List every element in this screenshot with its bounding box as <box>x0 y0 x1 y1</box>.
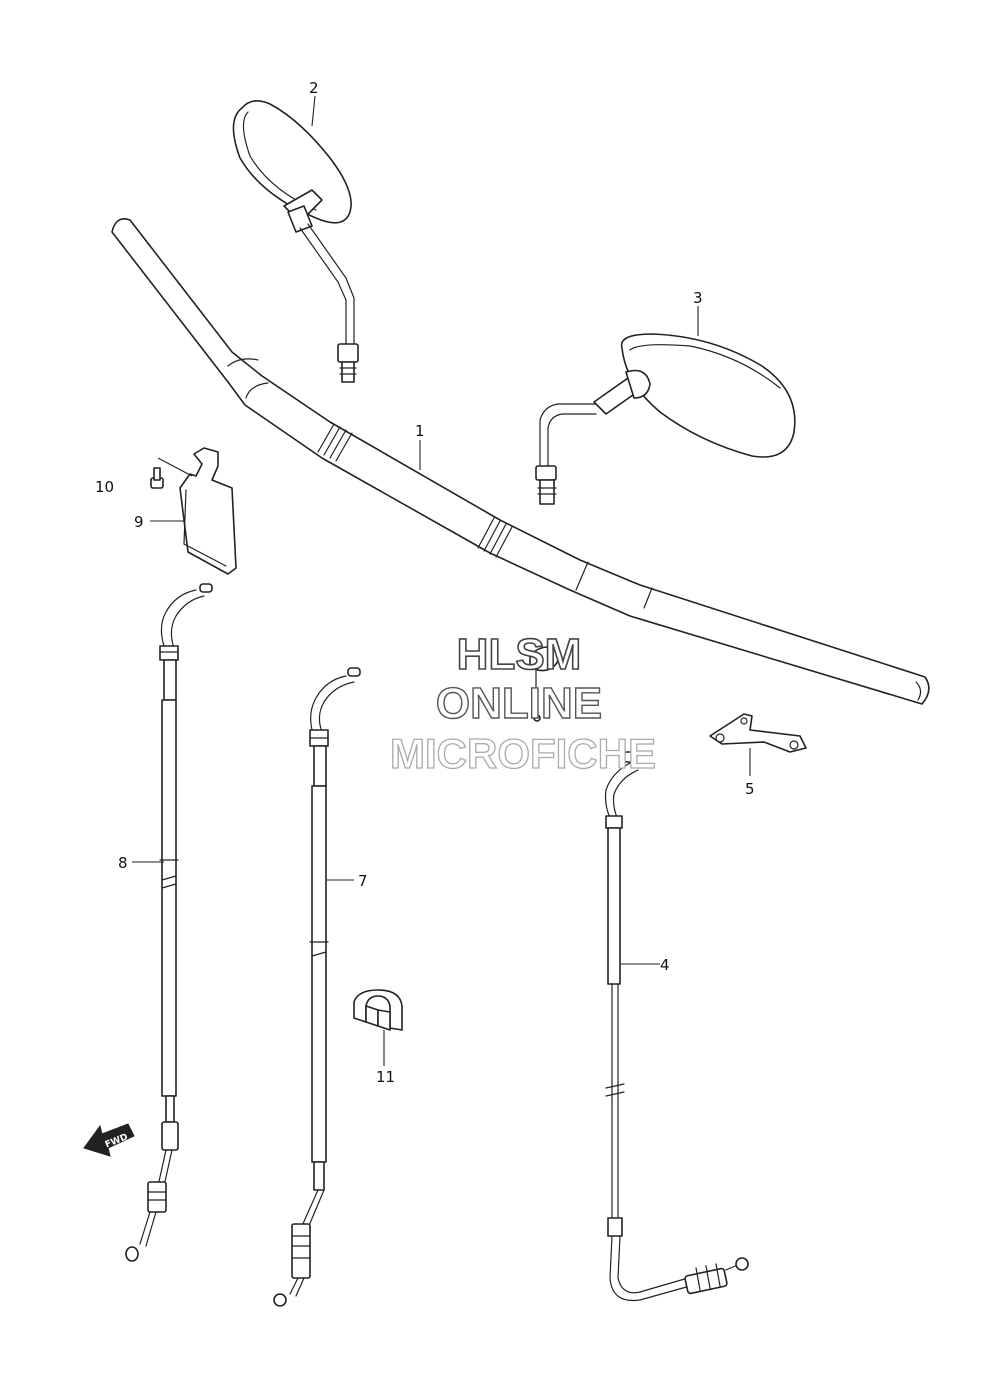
callout-bolt: 10 <box>95 478 114 496</box>
handlebar <box>111 218 930 705</box>
fwd-arrow-icon: FWD <box>83 1123 135 1157</box>
callout-plate: 9 <box>134 513 144 531</box>
leader-lines <box>132 95 751 1066</box>
bolt <box>150 467 164 489</box>
watermark-line-2: ONLINE <box>436 679 602 728</box>
callout-throttle-cable-return: 7 <box>358 872 368 890</box>
callouts: 1 2 3 4 5 7 8 9 10 11 <box>95 79 755 1086</box>
mirror-right <box>535 333 796 505</box>
throttle-cable-return <box>273 667 361 1307</box>
throttle-cable-pull <box>125 583 213 1262</box>
mirror-left <box>232 100 359 383</box>
cable-end-fitting <box>529 646 560 722</box>
callout-clamp: 11 <box>376 1068 395 1086</box>
plate <box>179 447 237 575</box>
callout-handlebar: 1 <box>415 422 425 440</box>
callout-cable-guide: 5 <box>745 780 755 798</box>
callout-throttle-cable-pull: 8 <box>118 854 128 872</box>
clamp <box>353 989 403 1031</box>
callout-clutch-cable: 4 <box>660 956 670 974</box>
clutch-cable <box>604 751 749 1302</box>
callout-mirror-right: 3 <box>693 289 703 307</box>
cable-guide <box>709 713 807 753</box>
watermark: HLSM ONLINE MICROFICHE <box>389 629 656 777</box>
watermark-line-3: MICROFICHE <box>390 730 656 777</box>
watermark-line-1: HLSM <box>457 630 582 679</box>
callout-mirror-left: 2 <box>309 79 319 97</box>
